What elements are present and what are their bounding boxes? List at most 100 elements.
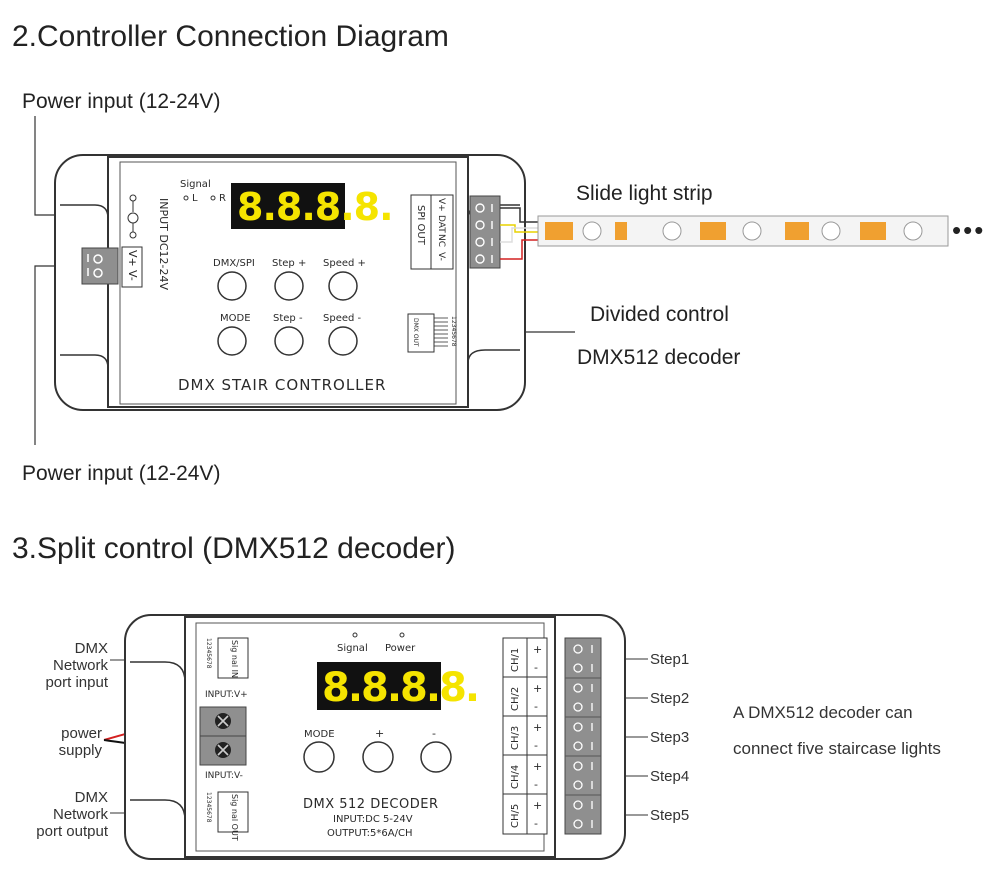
section2-title: 2.Controller Connection Diagram bbox=[12, 20, 449, 53]
spi-pin-dat: DAT bbox=[436, 215, 446, 233]
step4-label: Step4 bbox=[650, 768, 690, 785]
controller-display bbox=[231, 183, 345, 229]
channel-polarity-marks: +- +- +- +- +- bbox=[533, 643, 542, 830]
decoder-display bbox=[317, 662, 441, 710]
wire-red bbox=[500, 239, 540, 260]
spi-pin-vplus: V+ bbox=[436, 198, 446, 212]
decoder-input-spec: INPUT:DC 5-24V bbox=[333, 814, 413, 825]
section3-title: 3.Split control (DMX512 decoder) bbox=[12, 532, 456, 565]
step-minus-button[interactable] bbox=[274, 326, 304, 356]
spi-out-box bbox=[410, 194, 454, 270]
input-label: INPUT DC12-24V bbox=[157, 198, 170, 290]
note-line-2: connect five staircase lights bbox=[733, 739, 941, 758]
decoder-minus-label: - bbox=[432, 727, 436, 740]
mode-button[interactable] bbox=[217, 326, 247, 356]
power-supply-label-1: power bbox=[61, 725, 102, 742]
signal-out-port bbox=[217, 791, 249, 833]
channel-1-label: CH/1 bbox=[510, 648, 521, 672]
spi-pin-nc: NC bbox=[436, 234, 446, 247]
decoder-plus-button[interactable] bbox=[362, 741, 394, 773]
svg-text:-: - bbox=[534, 817, 538, 830]
wire-white bbox=[500, 227, 540, 243]
channel-column bbox=[502, 637, 548, 835]
signal-r-led bbox=[210, 195, 216, 201]
strip-continuation-dots: ••• bbox=[952, 215, 986, 245]
strip-label: Slide light strip bbox=[576, 182, 713, 205]
decoder-minus-button[interactable] bbox=[420, 741, 452, 773]
dmx-out-label-1: DMX bbox=[74, 789, 108, 806]
dmx-out-label-3: port output bbox=[36, 823, 108, 840]
dmx-in-label-2: Network bbox=[52, 657, 108, 674]
step3-label: Step3 bbox=[650, 729, 690, 746]
input-pin-vplus: V+ bbox=[126, 250, 139, 267]
spi-out-label: SPI OUT bbox=[415, 205, 426, 246]
decoder-mode-button[interactable] bbox=[303, 741, 335, 773]
power-input-top-label: Power input (12-24V) bbox=[22, 90, 221, 113]
signal-out-label: Sig nal OUT bbox=[230, 794, 239, 841]
dmx-out-port bbox=[407, 313, 435, 353]
channel-5-label: CH/5 bbox=[510, 804, 521, 828]
button-label-step-plus: Step + bbox=[272, 258, 306, 269]
controller-name: DMX STAIR CONTROLLER bbox=[178, 376, 386, 394]
channel-2-label: CH/2 bbox=[510, 687, 521, 711]
button-label-speed-plus: Speed + bbox=[323, 258, 366, 269]
dmx-spi-button[interactable] bbox=[217, 271, 247, 301]
channel-4-label: CH/4 bbox=[510, 765, 521, 789]
signal-r-label: R bbox=[219, 193, 226, 204]
signal-l-led bbox=[183, 195, 189, 201]
speed-plus-button[interactable] bbox=[328, 271, 358, 301]
signal-label: Signal bbox=[180, 179, 211, 190]
signal-in-label: Sig nal IN bbox=[230, 640, 239, 678]
signal-in-port bbox=[217, 637, 249, 679]
step1-label: Step1 bbox=[650, 651, 690, 668]
power-led bbox=[399, 632, 405, 638]
decoder-name: DMX 512 DECODER bbox=[303, 797, 439, 812]
power-input-bottom-label: Power input (12-24V) bbox=[22, 462, 221, 485]
decoder-display-digits: 8.8.8.8. bbox=[322, 665, 478, 711]
input-vplus-label: INPUT:V+ bbox=[205, 690, 248, 700]
divided-control-label: Divided control bbox=[590, 303, 729, 326]
svg-text:+: + bbox=[533, 721, 542, 734]
dmx-out-pin-lines bbox=[434, 317, 448, 347]
step-plus-button[interactable] bbox=[274, 271, 304, 301]
dmx-out-label: DMX OUT bbox=[412, 318, 419, 347]
svg-text:-: - bbox=[534, 661, 538, 674]
dmx-out-label-2: Network bbox=[52, 806, 108, 823]
dmx-in-label-3: port input bbox=[45, 674, 108, 691]
spi-terminal-block bbox=[469, 195, 501, 269]
signal-in-pins: 12345678 bbox=[205, 638, 212, 669]
power-label: Power bbox=[385, 643, 416, 654]
controller-display-digits: 8.8.8.8. bbox=[237, 185, 393, 229]
decoder-output-spec: OUTPUT:5*6A/CH bbox=[327, 828, 412, 839]
channel-3-label: CH/3 bbox=[510, 726, 521, 750]
speed-minus-button[interactable] bbox=[328, 326, 358, 356]
note-line-1: A DMX512 decoder can bbox=[733, 703, 913, 722]
button-label-dmxspi: DMX/SPI bbox=[213, 258, 255, 269]
button-label-step-minus: Step - bbox=[273, 313, 303, 324]
svg-text:+: + bbox=[533, 643, 542, 656]
dc-jack-icon bbox=[127, 194, 139, 239]
dmx-in-label-1: DMX bbox=[74, 640, 108, 657]
power-terminal-block bbox=[81, 247, 119, 285]
decoder-mode-label: MODE bbox=[304, 729, 335, 740]
decoder-label: DMX512 decoder bbox=[577, 346, 741, 369]
input-vminus-label: INPUT:V- bbox=[205, 771, 243, 781]
decoder-housing bbox=[124, 614, 626, 860]
svg-text:+: + bbox=[533, 760, 542, 773]
power-terminal-block bbox=[199, 706, 247, 766]
step-terminal-block bbox=[564, 637, 602, 835]
svg-text:+: + bbox=[533, 799, 542, 812]
svg-text:-: - bbox=[534, 778, 538, 791]
button-label-speed-minus: Speed - bbox=[323, 313, 362, 324]
decoder-diagram: Sig nal IN 12345678 INPUT:V+ INPUT:V- Si… bbox=[103, 614, 648, 860]
svg-text:+: + bbox=[533, 682, 542, 695]
button-label-mode: MODE bbox=[220, 313, 251, 324]
led-strip bbox=[537, 215, 949, 247]
controller-diagram: V+ V- INPUT DC12-24V Signal L R 8.8.8.8.… bbox=[34, 116, 949, 445]
dmx-out-pins: 12345678 bbox=[450, 316, 457, 347]
input-pin-vminus: V- bbox=[126, 270, 139, 281]
svg-text:-: - bbox=[534, 700, 538, 713]
spi-pin-vminus: V- bbox=[436, 252, 446, 261]
signal-out-pins: 12345678 bbox=[205, 792, 212, 823]
step2-label: Step2 bbox=[650, 690, 690, 707]
